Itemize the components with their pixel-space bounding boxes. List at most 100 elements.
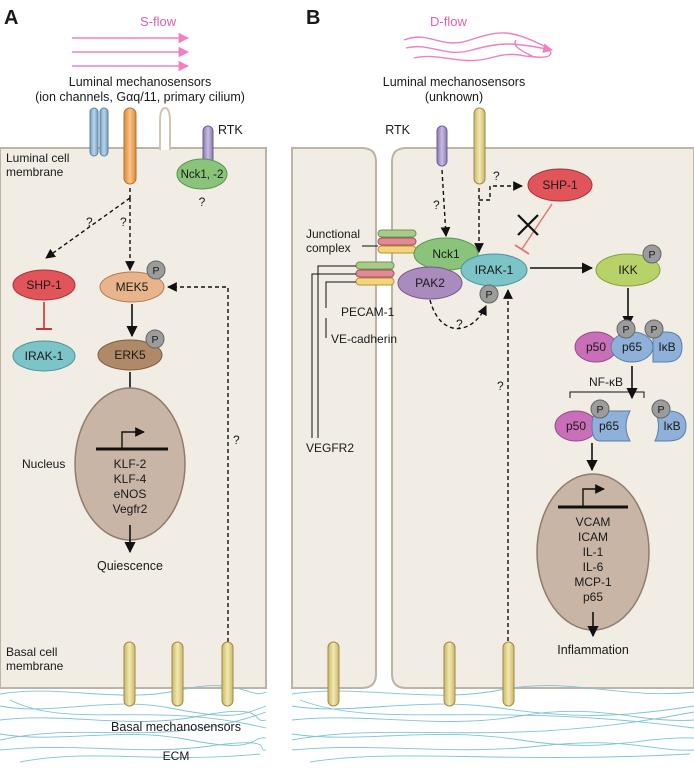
- promoter-icon-a: [96, 427, 168, 451]
- ion-channel-icon: [99, 107, 109, 157]
- shp1-label-a: SHP-1: [26, 278, 62, 292]
- phospho-label: P: [622, 324, 629, 336]
- luminal-sensors-title-b: Luminal mechanosensors: [383, 75, 525, 89]
- irak1-node-a: [12, 340, 76, 372]
- phospho-mek5-icon: [146, 260, 166, 280]
- ecm-label: ECM: [163, 749, 190, 763]
- basal-sensor-icon: [123, 641, 136, 707]
- luminal-membrane-label-2: membrane: [6, 165, 64, 179]
- luminal-sensors-subtitle-a: (ion channels, Gαq/11, primary cilium): [35, 90, 245, 104]
- luminal-sensors-subtitle-b: (unknown): [425, 90, 483, 104]
- promoter-icon-b: [558, 484, 628, 509]
- phospho-label: P: [485, 289, 492, 301]
- phospho-p65-icon: [616, 319, 636, 339]
- gene-mcp1: MCP-1: [574, 575, 612, 589]
- irak1-label-a: IRAK-1: [25, 349, 64, 363]
- phospho-p65-free-icon: [590, 399, 610, 419]
- p50-free-label: p50: [566, 419, 586, 433]
- shp1-node-b: [527, 168, 593, 202]
- vecadherin-label: VE-cadherin: [331, 332, 397, 346]
- gene-il6: IL-6: [583, 560, 604, 574]
- ikk-label: IKK: [618, 263, 637, 277]
- mek5-label: MEK5: [116, 280, 149, 294]
- junctional-label-1: Junctional: [306, 227, 360, 241]
- question-b-1: ?: [433, 198, 440, 212]
- p65-free-label: p65: [599, 419, 619, 433]
- nck-node-a: [176, 158, 228, 190]
- panel-b: B D-flow Luminal mechanosensors (unknown…: [291, 7, 694, 763]
- p65-label: p65: [622, 340, 642, 354]
- phospho-ikb-icon: [644, 319, 664, 339]
- phospho-erk5-icon: [145, 329, 165, 349]
- pak2-node: [397, 266, 463, 300]
- basal-membrane-label-1: Basal cell: [6, 645, 57, 659]
- d-flow-label: D-flow: [430, 14, 467, 29]
- shp1-node-a: [12, 269, 76, 301]
- blocked-cross-icon: [517, 214, 539, 236]
- upstream-dashed-arrows-b: [429, 169, 523, 648]
- phospho-ikb-free-icon: [651, 399, 671, 419]
- gene-p65: p65: [583, 590, 603, 604]
- quiescence-label: Quiescence: [97, 559, 163, 573]
- inhibition-line-b: [521, 203, 553, 250]
- erk5-node: [97, 339, 163, 371]
- disturbed-flow-lines: [403, 32, 553, 62]
- phospho-irak1-icon: [479, 284, 499, 304]
- phospho-label: P: [648, 249, 655, 261]
- upstream-dashed-arrows-a: [45, 188, 135, 271]
- rtk-label-a: RTK: [218, 123, 243, 137]
- basal-sensor-icon: [171, 641, 184, 707]
- ikb-free-node: [654, 410, 687, 442]
- basal-sensors-label: Basal mechanosensors: [111, 720, 241, 734]
- phospho-ikk-icon: [642, 244, 662, 264]
- gene-klf4: KLF-4: [114, 472, 147, 486]
- primary-cilium-icon: [159, 106, 171, 150]
- question-a-3: ?: [233, 433, 240, 447]
- pecam-label: PECAM-1: [341, 305, 395, 319]
- nck-question-a: ?: [199, 195, 206, 209]
- irak1-label-b: IRAK-1: [475, 263, 514, 277]
- question-b-3: ?: [456, 317, 463, 331]
- ikk-node: [595, 253, 661, 287]
- luminal-sensor-icon: [473, 107, 486, 185]
- mek5-node: [99, 271, 165, 303]
- basal-sensor-icon: [327, 641, 340, 707]
- neighbor-cell-b: [291, 147, 377, 689]
- phospho-label: P: [152, 265, 159, 277]
- endothelial-cell-b: [391, 147, 694, 689]
- gene-enos: eNOS: [114, 487, 147, 501]
- g-protein-receptor-icon: [123, 107, 137, 185]
- ikb-node: [652, 331, 683, 363]
- rtk-receptor-icon: [436, 125, 448, 167]
- junction-proteins: [355, 229, 417, 286]
- nfkb-label: NF-κB: [589, 375, 623, 389]
- nck-label-a: Nck1, -2: [181, 169, 224, 181]
- question-b-4: ?: [497, 379, 504, 393]
- panel-a: A S-flow Luminal mechanosensors (ion cha…: [0, 7, 267, 763]
- junction-leader-lines: [311, 265, 356, 438]
- gene-il1: IL-1: [583, 545, 604, 559]
- phospho-label: P: [151, 334, 158, 346]
- inhibition-bar-b: [514, 244, 530, 255]
- vegfr2-label: VEGFR2: [306, 441, 354, 455]
- p50-label: p50: [586, 340, 606, 354]
- junctional-label-2: complex: [306, 241, 351, 255]
- basal-sensor-icon: [221, 641, 234, 707]
- pak2-label: PAK2: [415, 276, 445, 290]
- panel-a-letter: A: [4, 7, 18, 29]
- basal-membrane-label-2: membrane: [6, 659, 64, 673]
- basal-to-mek5-dashed-arrow: [167, 282, 229, 642]
- ecm-fibers-b: [291, 685, 694, 763]
- nucleus-label: Nucleus: [22, 457, 65, 471]
- rtk-label-b: RTK: [385, 123, 410, 137]
- phospho-label: P: [596, 404, 603, 416]
- basal-sensor-icon: [443, 641, 456, 707]
- s-flow-label: S-flow: [140, 14, 177, 29]
- nfkb-bracket: [569, 391, 645, 398]
- question-b-2: ?: [493, 169, 500, 183]
- erk5-label: ERK5: [114, 348, 146, 362]
- gene-vcam: VCAM: [576, 515, 611, 529]
- shp1-label-b: SHP-1: [542, 178, 578, 192]
- luminal-membrane-label-1: Luminal cell: [6, 151, 69, 165]
